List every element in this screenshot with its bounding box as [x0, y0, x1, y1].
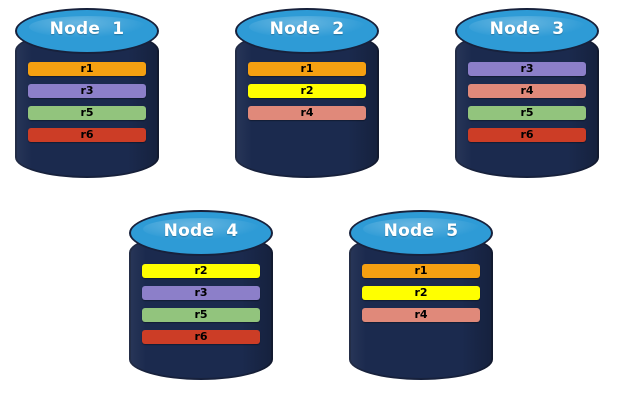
cylinder-body — [349, 232, 493, 380]
replica-bar-r1[interactable]: r1 — [248, 62, 366, 76]
database-node-5[interactable]: Node 5 r1 r2 r4 — [346, 208, 496, 388]
replica-bar-r6[interactable]: r6 — [468, 128, 586, 142]
node-label: Node 2 — [269, 19, 345, 39]
replica-list: r1 r2 r4 — [248, 62, 366, 120]
replica-bar-r1[interactable]: r1 — [28, 62, 146, 76]
replica-bar-r5[interactable]: r5 — [142, 308, 260, 322]
replica-list: r2 r3 r5 r6 — [142, 264, 260, 344]
replica-bar-r5[interactable]: r5 — [28, 106, 146, 120]
replica-bar-r4[interactable]: r4 — [248, 106, 366, 120]
replica-bar-r6[interactable]: r6 — [28, 128, 146, 142]
replica-bar-r2[interactable]: r2 — [362, 286, 480, 300]
replica-bar-r6[interactable]: r6 — [142, 330, 260, 344]
replica-bar-r3[interactable]: r3 — [468, 62, 586, 76]
replica-bar-r4[interactable]: r4 — [362, 308, 480, 322]
node-label: Node 3 — [489, 19, 565, 39]
database-node-3[interactable]: Node 3 r3 r4 r5 r6 — [452, 6, 602, 186]
replica-bar-r3[interactable]: r3 — [142, 286, 260, 300]
node-label: Node 5 — [383, 221, 459, 241]
database-node-2[interactable]: Node 2 r1 r2 r4 — [232, 6, 382, 186]
node-label: Node 4 — [163, 221, 239, 241]
replica-bar-r3[interactable]: r3 — [28, 84, 146, 98]
replica-list: r1 r2 r4 — [362, 264, 480, 322]
cylinder-body — [129, 232, 273, 380]
database-node-4[interactable]: Node 4 r2 r3 r5 r6 — [126, 208, 276, 388]
replica-bar-r4[interactable]: r4 — [468, 84, 586, 98]
replica-bar-r2[interactable]: r2 — [248, 84, 366, 98]
replica-bar-r1[interactable]: r1 — [362, 264, 480, 278]
replica-list: r3 r4 r5 r6 — [468, 62, 586, 142]
replica-list: r1 r3 r5 r6 — [28, 62, 146, 142]
database-node-1[interactable]: Node 1 r1 r3 r5 r6 — [12, 6, 162, 186]
cylinder-body — [455, 30, 599, 178]
replica-bar-r2[interactable]: r2 — [142, 264, 260, 278]
replica-bar-r5[interactable]: r5 — [468, 106, 586, 120]
node-label: Node 1 — [49, 19, 125, 39]
